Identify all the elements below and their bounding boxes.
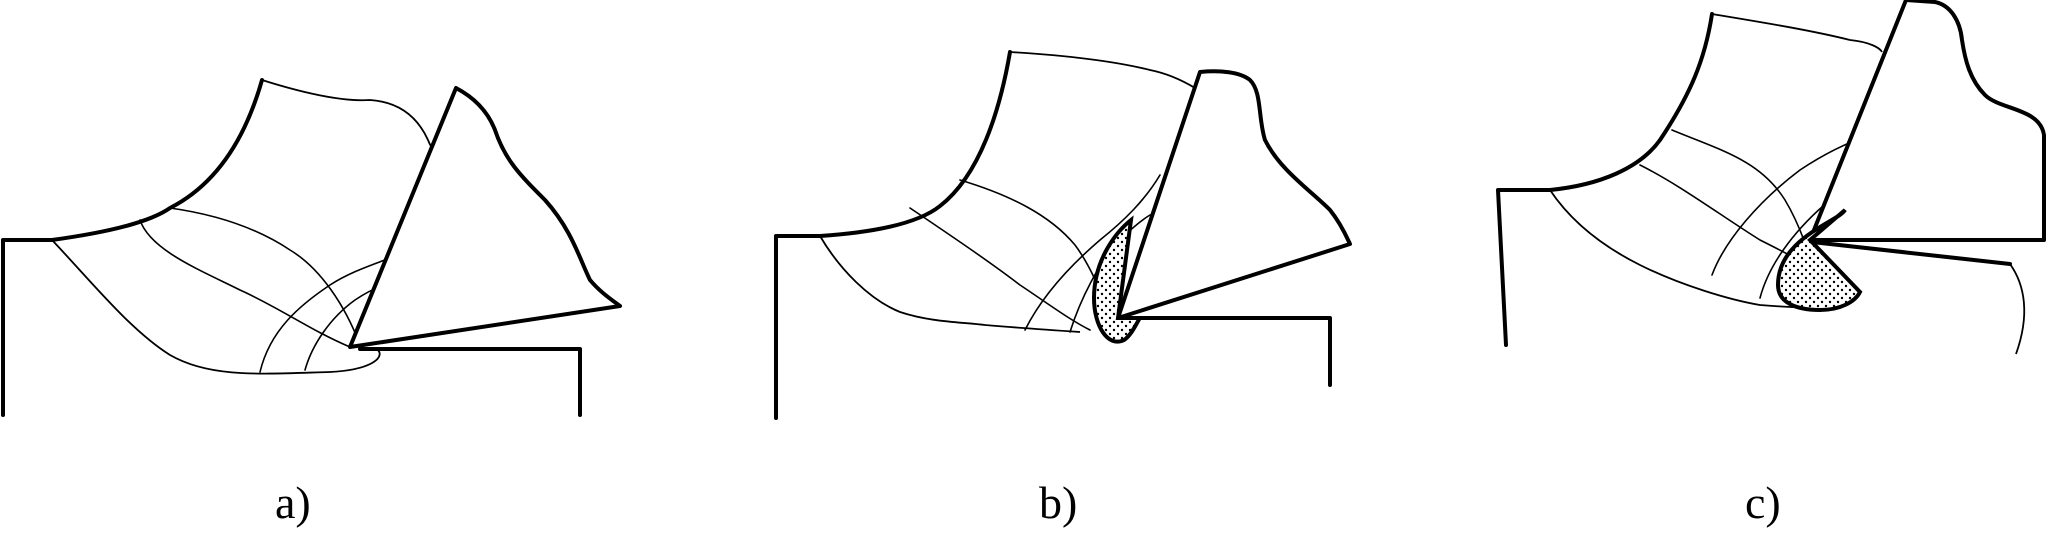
flow-line-a2 <box>169 207 361 346</box>
cutting-tool-b <box>1116 69 1352 320</box>
panel-label-c: c) <box>1745 477 1781 528</box>
chip-free-surface-a <box>50 78 264 242</box>
tool-shank-a <box>358 347 582 417</box>
chip-top-edge-b <box>1009 51 1196 89</box>
flow-line-b1 <box>909 207 1091 331</box>
chip-underside-b <box>819 235 1081 333</box>
cutting-tool-a <box>348 86 622 349</box>
workpiece-outline-a <box>1 238 54 417</box>
chip-free-surface-c <box>1548 12 1714 192</box>
workpiece-outline-b <box>774 234 822 420</box>
chip-underside-a <box>51 239 381 375</box>
tool-shank-b <box>1118 316 1332 387</box>
panel-label-a: a) <box>275 477 311 528</box>
flow-line-a3 <box>259 257 391 373</box>
tool-shank-c <box>1810 240 2012 266</box>
wear-zone-b <box>1091 215 1145 344</box>
wear-zone-c <box>1775 208 1863 313</box>
chip-top-edge-c <box>1711 13 1883 53</box>
chip-free-surface-b <box>818 50 1012 238</box>
cutting-tool-c <box>1808 0 2046 242</box>
panel-a: a) <box>1 78 622 528</box>
workpiece-outline-c <box>1496 188 1552 347</box>
chip-top-edge-a <box>261 79 441 151</box>
flow-line-b3 <box>1024 174 1161 331</box>
panel-c: c) <box>1496 0 2046 528</box>
panel-b: b) <box>774 50 1352 528</box>
workpiece-right-edge-c <box>2009 263 2026 355</box>
flow-line-a1 <box>139 219 351 348</box>
panel-label-b: b) <box>1039 477 1077 528</box>
